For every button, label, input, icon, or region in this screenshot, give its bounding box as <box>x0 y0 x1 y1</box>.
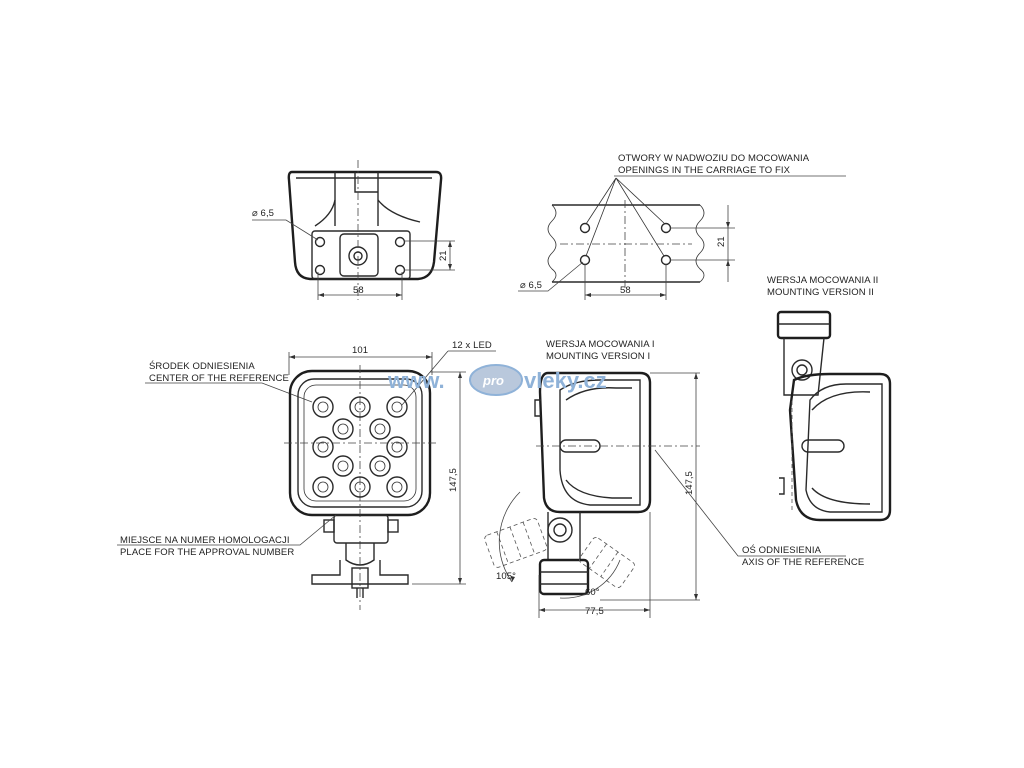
led-array <box>312 396 408 498</box>
top-height-dim: 21 <box>438 250 449 261</box>
holes-diameter: ⌀ 6,5 <box>520 280 542 291</box>
led-count-label: 12 x LED <box>452 340 492 351</box>
top-hole-diameter: ⌀ 6,5 <box>252 208 274 219</box>
axis-label-pl: OŚ ODNIESIENIA <box>742 544 822 556</box>
angle-105: 105° <box>496 571 516 582</box>
side-height-dim: 147,5 <box>684 471 695 495</box>
openings-label-pl: OTWORY W NADWOZIU DO MOCOWANIA <box>618 153 810 164</box>
approval-label-en: PLACE FOR THE APPROVAL NUMBER <box>120 547 294 558</box>
top-view: 58 21 ⌀ 6,5 <box>252 160 455 300</box>
axis-label-en: AXIS OF THE REFERENCE <box>742 557 864 568</box>
approval-label-pl: MIEJSCE NA NUMER HOMOLOGACJI <box>120 535 290 546</box>
openings-label-en: OPENINGS IN THE CARRIAGE TO FIX <box>618 165 791 176</box>
mount2-label-pl: WERSJA MOCOWANIA II <box>767 275 878 286</box>
watermark-right: vleky.cz <box>524 368 607 393</box>
watermark-badge: pro <box>482 373 504 388</box>
watermark-left: www. <box>387 368 445 393</box>
angle-60: 60° <box>585 587 600 598</box>
watermark: www. pro vleky.cz <box>387 364 607 396</box>
front-width-dim: 101 <box>352 345 368 356</box>
center-label-en: CENTER OF THE REFERENCE <box>149 373 289 384</box>
watermark-badge-icon <box>469 364 523 396</box>
holes-width-dim: 58 <box>620 285 631 296</box>
holes-height-dim: 21 <box>716 236 727 247</box>
front-view: ŚRODEK ODNIESIENIA CENTER OF THE REFEREN… <box>117 340 496 610</box>
front-height-dim: 147,5 <box>448 468 459 492</box>
side-view-mounting-2: WERSJA MOCOWANIA II MOUNTING VERSION II <box>767 275 892 522</box>
mount1-label-pl: WERSJA MOCOWANIA I <box>546 339 655 350</box>
side-depth-dim: 77,5 <box>585 606 604 617</box>
mount1-label-en: MOUNTING VERSION I <box>546 351 650 362</box>
carriage-openings-view: OTWORY W NADWOZIU DO MOCOWANIA OPENINGS … <box>518 153 846 300</box>
center-label-pl: ŚRODEK ODNIESIENIA <box>149 360 255 372</box>
side-view-mounting-1: WERSJA MOCOWANIA I MOUNTING VERSION I 14… <box>484 339 864 618</box>
mount2-label-en: MOUNTING VERSION II <box>767 287 874 298</box>
